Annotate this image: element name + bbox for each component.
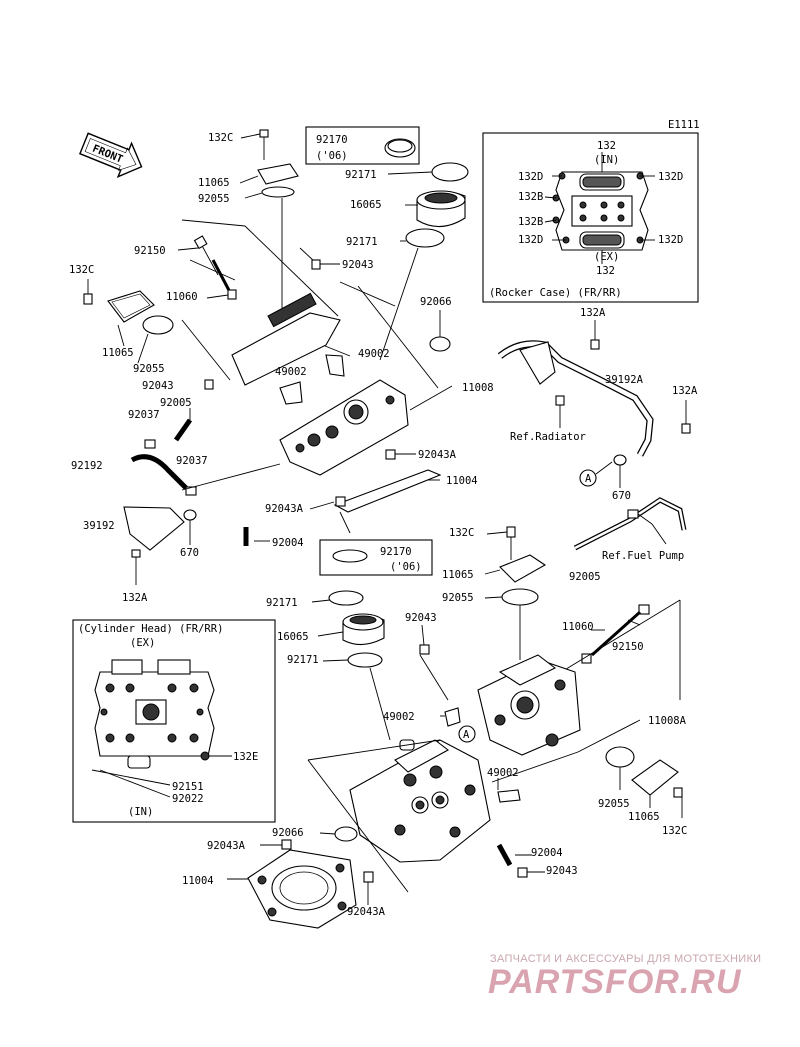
callout-06-1: ('06) — [316, 150, 348, 162]
callout-92170-1: 92170 — [316, 134, 348, 146]
cyl-head-in-label: (IN) — [128, 806, 153, 818]
callout-49002-3: 49002 — [383, 711, 415, 723]
callout-92043-2: 92043 — [142, 380, 174, 392]
callout-92043-4: 92043 — [546, 865, 578, 877]
callout-92171-4: 92171 — [287, 654, 319, 666]
callout-670-1: 670 — [180, 547, 199, 559]
upper-assembly-drawing — [83, 126, 469, 585]
callout-92055-2: 92055 — [133, 363, 165, 375]
callout-92043a-1: 92043A — [418, 449, 457, 461]
callout-11065-4: 11065 — [628, 811, 660, 823]
callout-92043-3: 92043 — [405, 612, 437, 624]
callout-92037-1: 92037 — [128, 409, 160, 421]
callout-16065-1: 16065 — [350, 199, 382, 211]
callout-ref-fuel-pump: Ref.Fuel Pump — [602, 550, 684, 562]
rocker-label-132d-2: 132D — [658, 171, 683, 183]
callout-92192-1: 92192 — [71, 460, 103, 472]
rocker-label-132b-2: 132B — [518, 216, 543, 228]
callout-132c-3: 132C — [449, 527, 474, 539]
cyl-head-ex-label: (EX) — [130, 637, 155, 649]
diagram-id: E1111 — [668, 119, 700, 131]
rocker-label-132b-1: 132B — [518, 191, 543, 203]
callout-06-2: ('06) — [390, 561, 422, 573]
callout-92004-2: 92004 — [531, 847, 563, 859]
callout-92055-1: 92055 — [198, 193, 230, 205]
callout-11065-2: 11065 — [102, 347, 134, 359]
callout-92037-2: 92037 — [176, 455, 208, 467]
callout-92171-2: 92171 — [346, 236, 378, 248]
rocker-in-label: (IN) — [594, 154, 619, 166]
watermark-tagline: ЗАПЧАСТИ И АКСЕССУАРЫ ДЛЯ МОТОТЕХНИКИ — [490, 953, 762, 965]
callout-11065-1: 11065 — [198, 177, 230, 189]
callout-92170-2: 92170 — [380, 546, 412, 558]
callout-39192a: 39192A — [605, 374, 644, 386]
callout-11008a: 11008A — [648, 715, 687, 727]
rocker-case-drawing — [544, 152, 655, 264]
watermark-logo: PARTSFOR.RU — [488, 963, 742, 1001]
callout-49002-1: 49002 — [358, 348, 390, 360]
callout-92043a-3: 92043A — [207, 840, 246, 852]
callout-11060-2: 11060 — [562, 621, 594, 633]
radiator-pipe-drawing — [497, 320, 691, 551]
callout-39192-1: 39192 — [83, 520, 115, 532]
callout-11008-1: 11008 — [462, 382, 494, 394]
callout-92043-1: 92043 — [342, 259, 374, 271]
callout-92043a-4: 92043A — [347, 906, 386, 918]
callout-a-1: A — [585, 473, 592, 485]
callout-92004-1: 92004 — [272, 537, 304, 549]
callout-labels: 132C 11065 92055 92170 ('06) 92171 16065… — [69, 132, 698, 918]
callout-16065-2: 16065 — [277, 631, 309, 643]
cyl-head-label-92151: 92151 — [172, 781, 204, 793]
rocker-label-132d-1: 132D — [518, 171, 543, 183]
cyl-head-label-132e: 132E — [233, 751, 258, 763]
callout-11060-1: 11060 — [166, 291, 198, 303]
callout-49002-4: 49002 — [487, 767, 519, 779]
callout-92171-1: 92171 — [345, 169, 377, 181]
callout-11065-3: 11065 — [442, 569, 474, 581]
rocker-case-inset: 132 (IN) 132 (EX) 132D 132D 132B 132B 13… — [482, 132, 699, 303]
callout-92066-2: 92066 — [272, 827, 304, 839]
rocker-caption: (Rocker Case) (FR/RR) — [489, 287, 622, 299]
callout-92005-2: 92005 — [569, 571, 601, 583]
callout-92066-1: 92066 — [420, 296, 452, 308]
rocker-label-132d-3: 132D — [518, 234, 543, 246]
callout-a-2: A — [463, 729, 470, 741]
callout-11004-2: 11004 — [182, 875, 214, 887]
callout-132c-2: 132C — [69, 264, 94, 276]
callout-ref-radiator: Ref.Radiator — [510, 431, 586, 443]
callout-92150-2: 92150 — [612, 641, 644, 653]
callout-49002-2: 49002 — [275, 366, 307, 378]
callout-92055-3: 92055 — [442, 592, 474, 604]
callout-11004-1: 11004 — [446, 475, 478, 487]
cylinder-head-top-drawing — [91, 659, 232, 798]
callout-132a-3: 132A — [672, 385, 698, 397]
cylinder-head-inset: (Cylinder Head) (FR/RR) (EX) (IN) 132E 9… — [72, 619, 276, 823]
rocker-label-132-top: 132 — [597, 140, 616, 152]
rocker-label-132d-4: 132D — [658, 234, 683, 246]
cyl-head-label-92022: 92022 — [172, 793, 204, 805]
rocker-ex-label: (EX) — [594, 251, 619, 263]
callout-92005-1: 92005 — [160, 397, 192, 409]
callout-92055-4: 92055 — [598, 798, 630, 810]
callout-132c-4: 132C — [662, 825, 687, 837]
callout-92171-3: 92171 — [266, 597, 298, 609]
callout-132c-1: 132C — [208, 132, 233, 144]
callout-92150-1: 92150 — [134, 245, 166, 257]
callout-670-2: 670 — [612, 490, 631, 502]
callout-92043a-2: 92043A — [265, 503, 304, 515]
callout-132a-2: 132A — [580, 307, 606, 319]
callout-132a-1: 132A — [122, 592, 148, 604]
front-arrow-icon: FRONT — [79, 132, 143, 178]
lower-assembly-drawing — [227, 526, 683, 929]
rocker-label-132-bottom: 132 — [596, 265, 615, 277]
cyl-head-caption: (Cylinder Head) (FR/RR) — [78, 623, 223, 635]
